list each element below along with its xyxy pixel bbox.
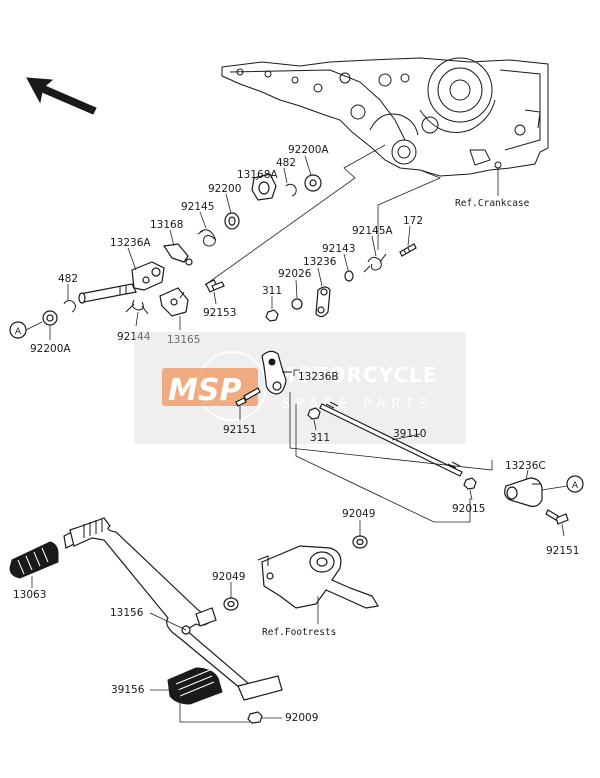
label-92009: 92009 bbox=[285, 712, 318, 724]
nut-311-top bbox=[265, 309, 279, 322]
label-92200a-top: 92200A bbox=[288, 144, 329, 156]
washer-92049-left bbox=[223, 597, 239, 611]
washer-92200a-left bbox=[42, 310, 58, 326]
direction-arrow-icon bbox=[26, 77, 97, 115]
assembly-guide-lines bbox=[204, 144, 442, 286]
label-92200a-left: 92200A bbox=[30, 343, 71, 355]
label-92145a: 92145A bbox=[352, 225, 393, 237]
spring-92145a bbox=[363, 253, 387, 273]
label-13063: 13063 bbox=[13, 589, 46, 601]
label-13168a: 13168A bbox=[237, 169, 278, 181]
label-92026: 92026 bbox=[278, 268, 312, 280]
watermark-title: MOTORCYCLE bbox=[275, 363, 437, 387]
label-311-top: 311 bbox=[262, 285, 282, 297]
label-13236c: 13236C bbox=[505, 460, 546, 472]
nut-92009 bbox=[247, 711, 263, 724]
nut-92015 bbox=[463, 477, 477, 490]
washer-92049-top bbox=[352, 535, 368, 549]
collar-92143 bbox=[344, 270, 354, 282]
plate-13168 bbox=[162, 243, 193, 266]
pin-172 bbox=[399, 243, 417, 257]
shift-drum-cam-13168a bbox=[251, 173, 277, 201]
label-482-left: 482 bbox=[58, 273, 78, 285]
label-92145: 92145 bbox=[181, 201, 214, 213]
label-39156: 39156 bbox=[111, 684, 145, 696]
label-482-top: 482 bbox=[276, 157, 296, 169]
crankcase-drawing bbox=[221, 57, 549, 177]
lever-13236b bbox=[261, 350, 292, 395]
label-92144: 92144 bbox=[117, 331, 151, 343]
circlip-482-left bbox=[63, 300, 76, 313]
ref-crankcase-label: Ref.Crankcase bbox=[455, 198, 530, 209]
watermark: MSP MOTORCYCLE SPARE PARTS bbox=[134, 332, 466, 444]
label-92153: 92153 bbox=[203, 307, 236, 319]
spring-92144 bbox=[125, 299, 149, 315]
label-172: 172 bbox=[403, 215, 423, 227]
label-92015: 92015 bbox=[452, 503, 485, 515]
label-311-mid: 311 bbox=[310, 432, 330, 444]
circlip-482-top bbox=[285, 183, 297, 197]
label-92151-mid: 92151 bbox=[223, 424, 256, 436]
label-13168: 13168 bbox=[150, 219, 183, 231]
svg-text:A: A bbox=[572, 481, 579, 491]
label-92049-left: 92049 bbox=[212, 571, 245, 583]
washer-92200a-top bbox=[304, 174, 322, 192]
nut-311-mid bbox=[307, 407, 321, 420]
footrest-bracket bbox=[257, 545, 379, 609]
washer-92026 bbox=[291, 298, 303, 310]
label-92151-right: 92151 bbox=[546, 545, 579, 557]
label-13156: 13156 bbox=[110, 607, 144, 619]
ref-footrests-label: Ref.Footrests bbox=[262, 627, 336, 638]
bolt-92153 bbox=[205, 279, 225, 293]
tie-rod-39110 bbox=[319, 401, 463, 477]
shift-shaft-13236a bbox=[78, 261, 165, 304]
marker-a-right: A bbox=[566, 475, 584, 493]
lever-13236c bbox=[504, 477, 543, 507]
label-92049-top: 92049 bbox=[342, 508, 375, 520]
marker-a-left: A bbox=[9, 321, 27, 339]
label-13236: 13236 bbox=[303, 256, 337, 268]
watermark-subtitle: SPARE PARTS bbox=[282, 397, 434, 412]
bolt-92151-right bbox=[545, 509, 569, 525]
spring-92145 bbox=[197, 229, 217, 247]
label-13165: 13165 bbox=[167, 334, 200, 346]
label-92200: 92200 bbox=[208, 183, 241, 195]
plate-13165 bbox=[159, 287, 189, 317]
washer-92200 bbox=[224, 212, 240, 230]
watermark-logo: MSP bbox=[168, 373, 241, 408]
link-13236 bbox=[315, 286, 331, 318]
label-39110: 39110 bbox=[393, 428, 426, 440]
pedal-rubber-13063 bbox=[9, 541, 59, 579]
label-13236b: 13236B bbox=[298, 371, 339, 383]
label-13236a: 13236A bbox=[110, 237, 151, 249]
svg-text:A: A bbox=[15, 327, 22, 337]
pedal-pad-39156 bbox=[167, 667, 283, 705]
label-92143: 92143 bbox=[322, 243, 355, 255]
bolt-92151-mid bbox=[235, 387, 261, 407]
